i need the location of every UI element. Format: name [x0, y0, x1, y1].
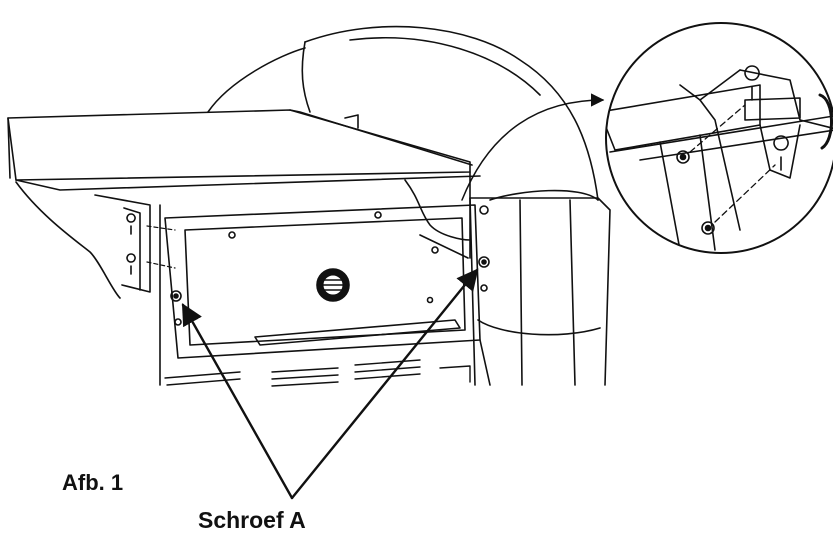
- screw-a-label: Schroef A: [198, 507, 306, 533]
- screw-a-left: [170, 290, 182, 302]
- screw-icon: [170, 290, 182, 302]
- stove-body: [159, 25, 611, 387]
- keyhole-slot-icon: [744, 65, 760, 101]
- arrow-icon: [181, 303, 294, 500]
- top-cover-plate: [7, 109, 481, 299]
- arrow-icon: [461, 93, 605, 201]
- screw-icon: [478, 256, 490, 268]
- arrow-icon: [290, 268, 479, 500]
- screw-callout-arrows: [181, 268, 479, 500]
- screw-a-right: [478, 256, 490, 268]
- figure-label: Afb. 1: [62, 470, 124, 495]
- zoom-detail: [605, 22, 833, 254]
- keyhole-slot-icon: [773, 135, 789, 171]
